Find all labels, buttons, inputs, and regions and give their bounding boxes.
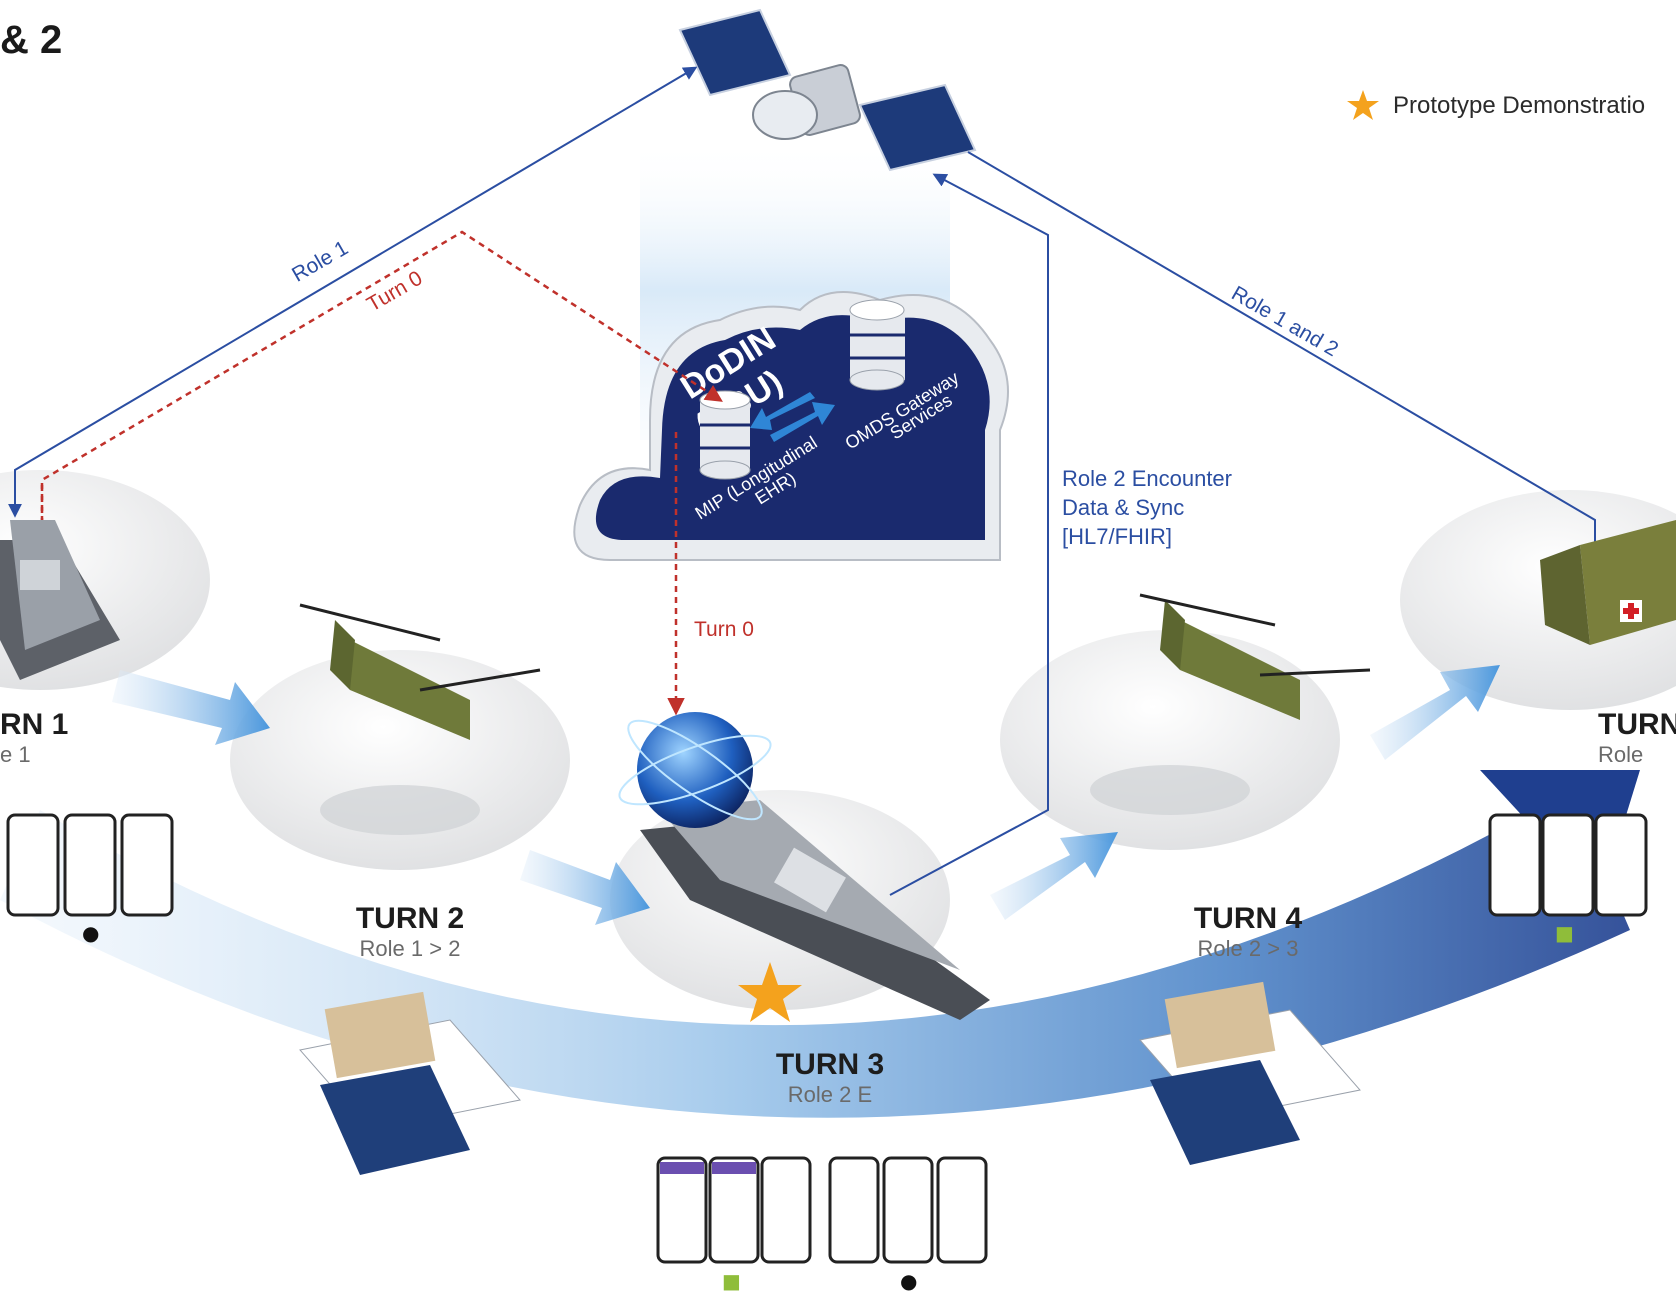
helicopter-icon [1090,593,1371,815]
link-label-turn0-mid: Turn 0 [694,618,754,641]
flow-arrow-4-5 [1370,665,1500,760]
node-turn4: TURN 4 Role 2 > 3 [1168,902,1328,962]
role-label: Role [1598,742,1644,767]
turn-label: TURN 3 [775,1048,885,1081]
platform-turn4 [1000,630,1340,850]
encounter-line2: Data & Sync [1062,495,1185,520]
database-icon [699,390,751,480]
star-icon [738,962,802,1022]
ship-icon [0,520,120,680]
tent-icon [1540,520,1676,645]
apple-logo-icon: ● [900,1269,917,1293]
paper-form-icon [299,991,521,1175]
platform-turn2 [230,650,570,870]
link-turn0-top [40,230,723,555]
legend-label: Prototype Demonstratio [1393,92,1646,119]
phone-screens-turn1 [6,813,174,917]
role-label: Role 2 E [787,1082,873,1107]
sync-arrow-icon [750,392,815,430]
link-role1 [14,66,698,510]
database-icon [849,299,905,391]
paper-form-icon [1139,981,1361,1165]
flow-arrow-3-4 [990,832,1118,920]
sync-arrow-icon [770,402,835,442]
turn-label: TURN 4 [1193,902,1303,935]
legend: Prototype Demonstratio [1345,88,1645,124]
encounter-line3: [HL7/FHIR] [1062,524,1173,549]
link-role2-encounter [889,173,1049,896]
encounter-line1: Role 2 Encounter [1062,466,1232,491]
flow-arrow-2-3 [520,850,650,925]
satellite-icon [678,8,977,172]
cloud-dodin: DoDIN (SBU) MIP (Longitudinal EHR) OMDS … [573,291,1009,561]
role-label: Role 2 > 3 [1197,936,1299,961]
encounter-label: Role 2 Encounter Data & Sync [HL7/FHIR] [1062,464,1232,551]
flow-arrow-1-2 [112,670,270,745]
role-label: Role 1 > 2 [359,936,461,961]
helicopter-icon [299,603,541,835]
phone-screens-turn5 [1488,813,1648,917]
turn-label: TURN 2 [355,902,465,935]
node-turn1: RN 1 e 1 [0,708,68,768]
role-label: e 1 [0,742,31,767]
android-logo-icon: ■ [722,1269,741,1293]
globe-icon [618,712,772,828]
turn-label: TURN [1598,708,1676,741]
node-turn5: TURN Role [1598,708,1676,768]
page-title-fragment: & 2 [0,18,63,62]
android-logo-icon: ■ [1555,921,1574,945]
node-turn2: TURN 2 Role 1 > 2 [330,902,490,962]
ship-icon [640,800,990,1020]
node-turn3: TURN 3 Role 2 E [750,1048,910,1108]
phone-screens-center [656,1156,988,1264]
turn-label: RN 1 [0,708,69,741]
star-icon [1347,90,1379,120]
apple-logo-icon: ● [82,921,99,945]
